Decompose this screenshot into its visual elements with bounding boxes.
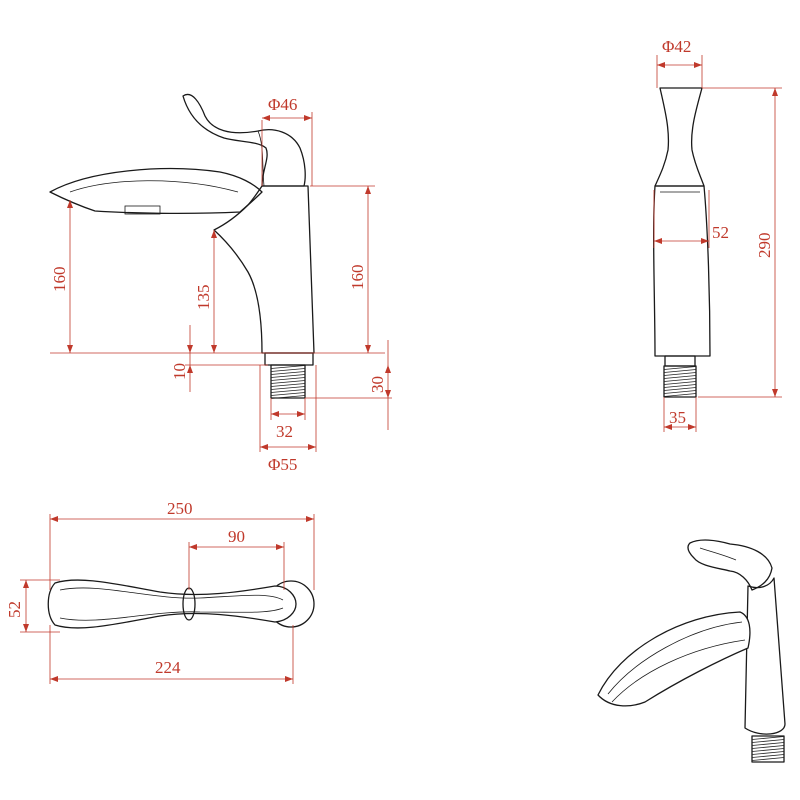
side-spout-edge	[69, 180, 239, 193]
top-spout-ridge-upper	[59, 587, 284, 601]
dim-side-dia-top: Φ46	[268, 95, 297, 114]
side-view-dimensions: Φ46 160 135 160 10 30	[50, 95, 392, 474]
dim-top-handle-length: 90	[228, 527, 245, 546]
thread-line	[270, 383, 306, 387]
side-aerator	[124, 205, 161, 215]
thread-line	[663, 378, 697, 382]
dim-side-height-spout: 160	[50, 267, 69, 293]
thread-line	[751, 754, 785, 758]
persp-spout	[597, 611, 751, 707]
thread-line	[663, 384, 697, 388]
side-body	[213, 185, 315, 354]
thread-line	[270, 389, 306, 393]
dim-top-spout-length: 224	[155, 658, 181, 677]
thread-line	[270, 386, 306, 390]
front-collar	[655, 185, 704, 193]
thread-line	[751, 757, 785, 761]
persp-handle	[687, 539, 773, 591]
persp-spout-ridge-2	[611, 639, 746, 703]
dim-side-gap: 10	[170, 363, 189, 380]
persp-thread	[751, 735, 785, 763]
dim-side-thread-dia: 32	[276, 422, 293, 441]
top-view-dimensions: 250 90 52 224	[5, 499, 315, 684]
thread-line	[270, 392, 306, 396]
side-view	[49, 93, 315, 399]
dim-front-total-height: 290	[755, 233, 774, 259]
thread-line	[663, 366, 697, 370]
thread-line	[751, 736, 785, 740]
persp-spout-ridge	[607, 621, 743, 695]
side-handle-lever	[182, 93, 306, 187]
thread-line	[270, 380, 306, 384]
front-thread	[663, 365, 697, 398]
side-handle-crease	[257, 130, 265, 187]
dim-side-base-dia: Φ55	[268, 455, 297, 474]
dim-top-total-length: 250	[167, 499, 193, 518]
persp-handle-line	[699, 547, 737, 561]
dim-top-width: 52	[5, 601, 24, 618]
thread-line	[663, 372, 697, 376]
thread-line	[270, 377, 306, 381]
thread-line	[663, 369, 697, 373]
thread-line	[270, 395, 306, 399]
thread-line	[663, 381, 697, 385]
thread-line	[751, 742, 785, 746]
side-thread	[270, 364, 306, 399]
dim-side-thread-length: 30	[368, 376, 387, 393]
thread-line	[663, 393, 697, 397]
dim-front-thread-dia: 35	[669, 408, 686, 427]
dim-front-dia-top: Φ42	[662, 37, 691, 56]
top-view	[47, 579, 315, 629]
front-body	[653, 185, 711, 357]
dim-side-height-inner: 135	[194, 285, 213, 311]
dim-front-body-width: 52	[712, 223, 729, 242]
thread-line	[751, 745, 785, 749]
thread-line	[270, 374, 306, 378]
thread-line	[270, 368, 306, 372]
thread-line	[751, 739, 785, 743]
thread-line	[663, 375, 697, 379]
front-view-dimensions: Φ42 52 290 35	[653, 37, 782, 432]
top-spout	[47, 579, 297, 629]
thread-line	[751, 751, 785, 755]
front-handle	[654, 87, 705, 187]
top-spout-ridge-lower	[59, 607, 284, 621]
perspective-view	[597, 539, 786, 763]
dim-side-height-body: 160	[348, 265, 367, 291]
thread-line	[663, 390, 697, 394]
persp-body	[744, 577, 786, 735]
thread-line	[751, 748, 785, 752]
front-base-nut	[664, 355, 696, 367]
side-spout	[49, 167, 263, 215]
thread-line	[663, 387, 697, 391]
side-base-nut	[264, 352, 314, 366]
thread-line	[270, 371, 306, 375]
thread-line	[270, 365, 306, 369]
